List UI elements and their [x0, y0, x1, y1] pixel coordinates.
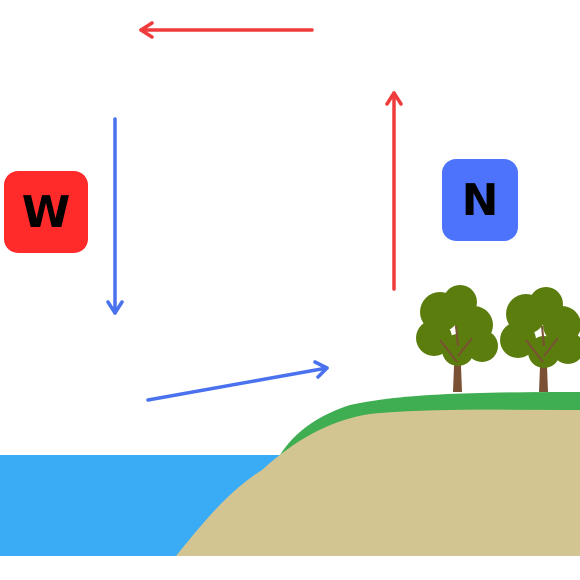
- tree-icon: [500, 287, 580, 392]
- arrow-icon: [385, 91, 403, 291]
- w-badge: W: [4, 171, 88, 253]
- land: [176, 409, 580, 556]
- n-badge: N: [442, 159, 518, 241]
- n-badge-label: N: [461, 174, 499, 226]
- tree-icon: [416, 285, 498, 392]
- arrow-icon: [146, 360, 329, 402]
- arrow-icon: [139, 21, 314, 39]
- w-badge-label: W: [21, 186, 71, 238]
- arrow-icon: [106, 117, 124, 315]
